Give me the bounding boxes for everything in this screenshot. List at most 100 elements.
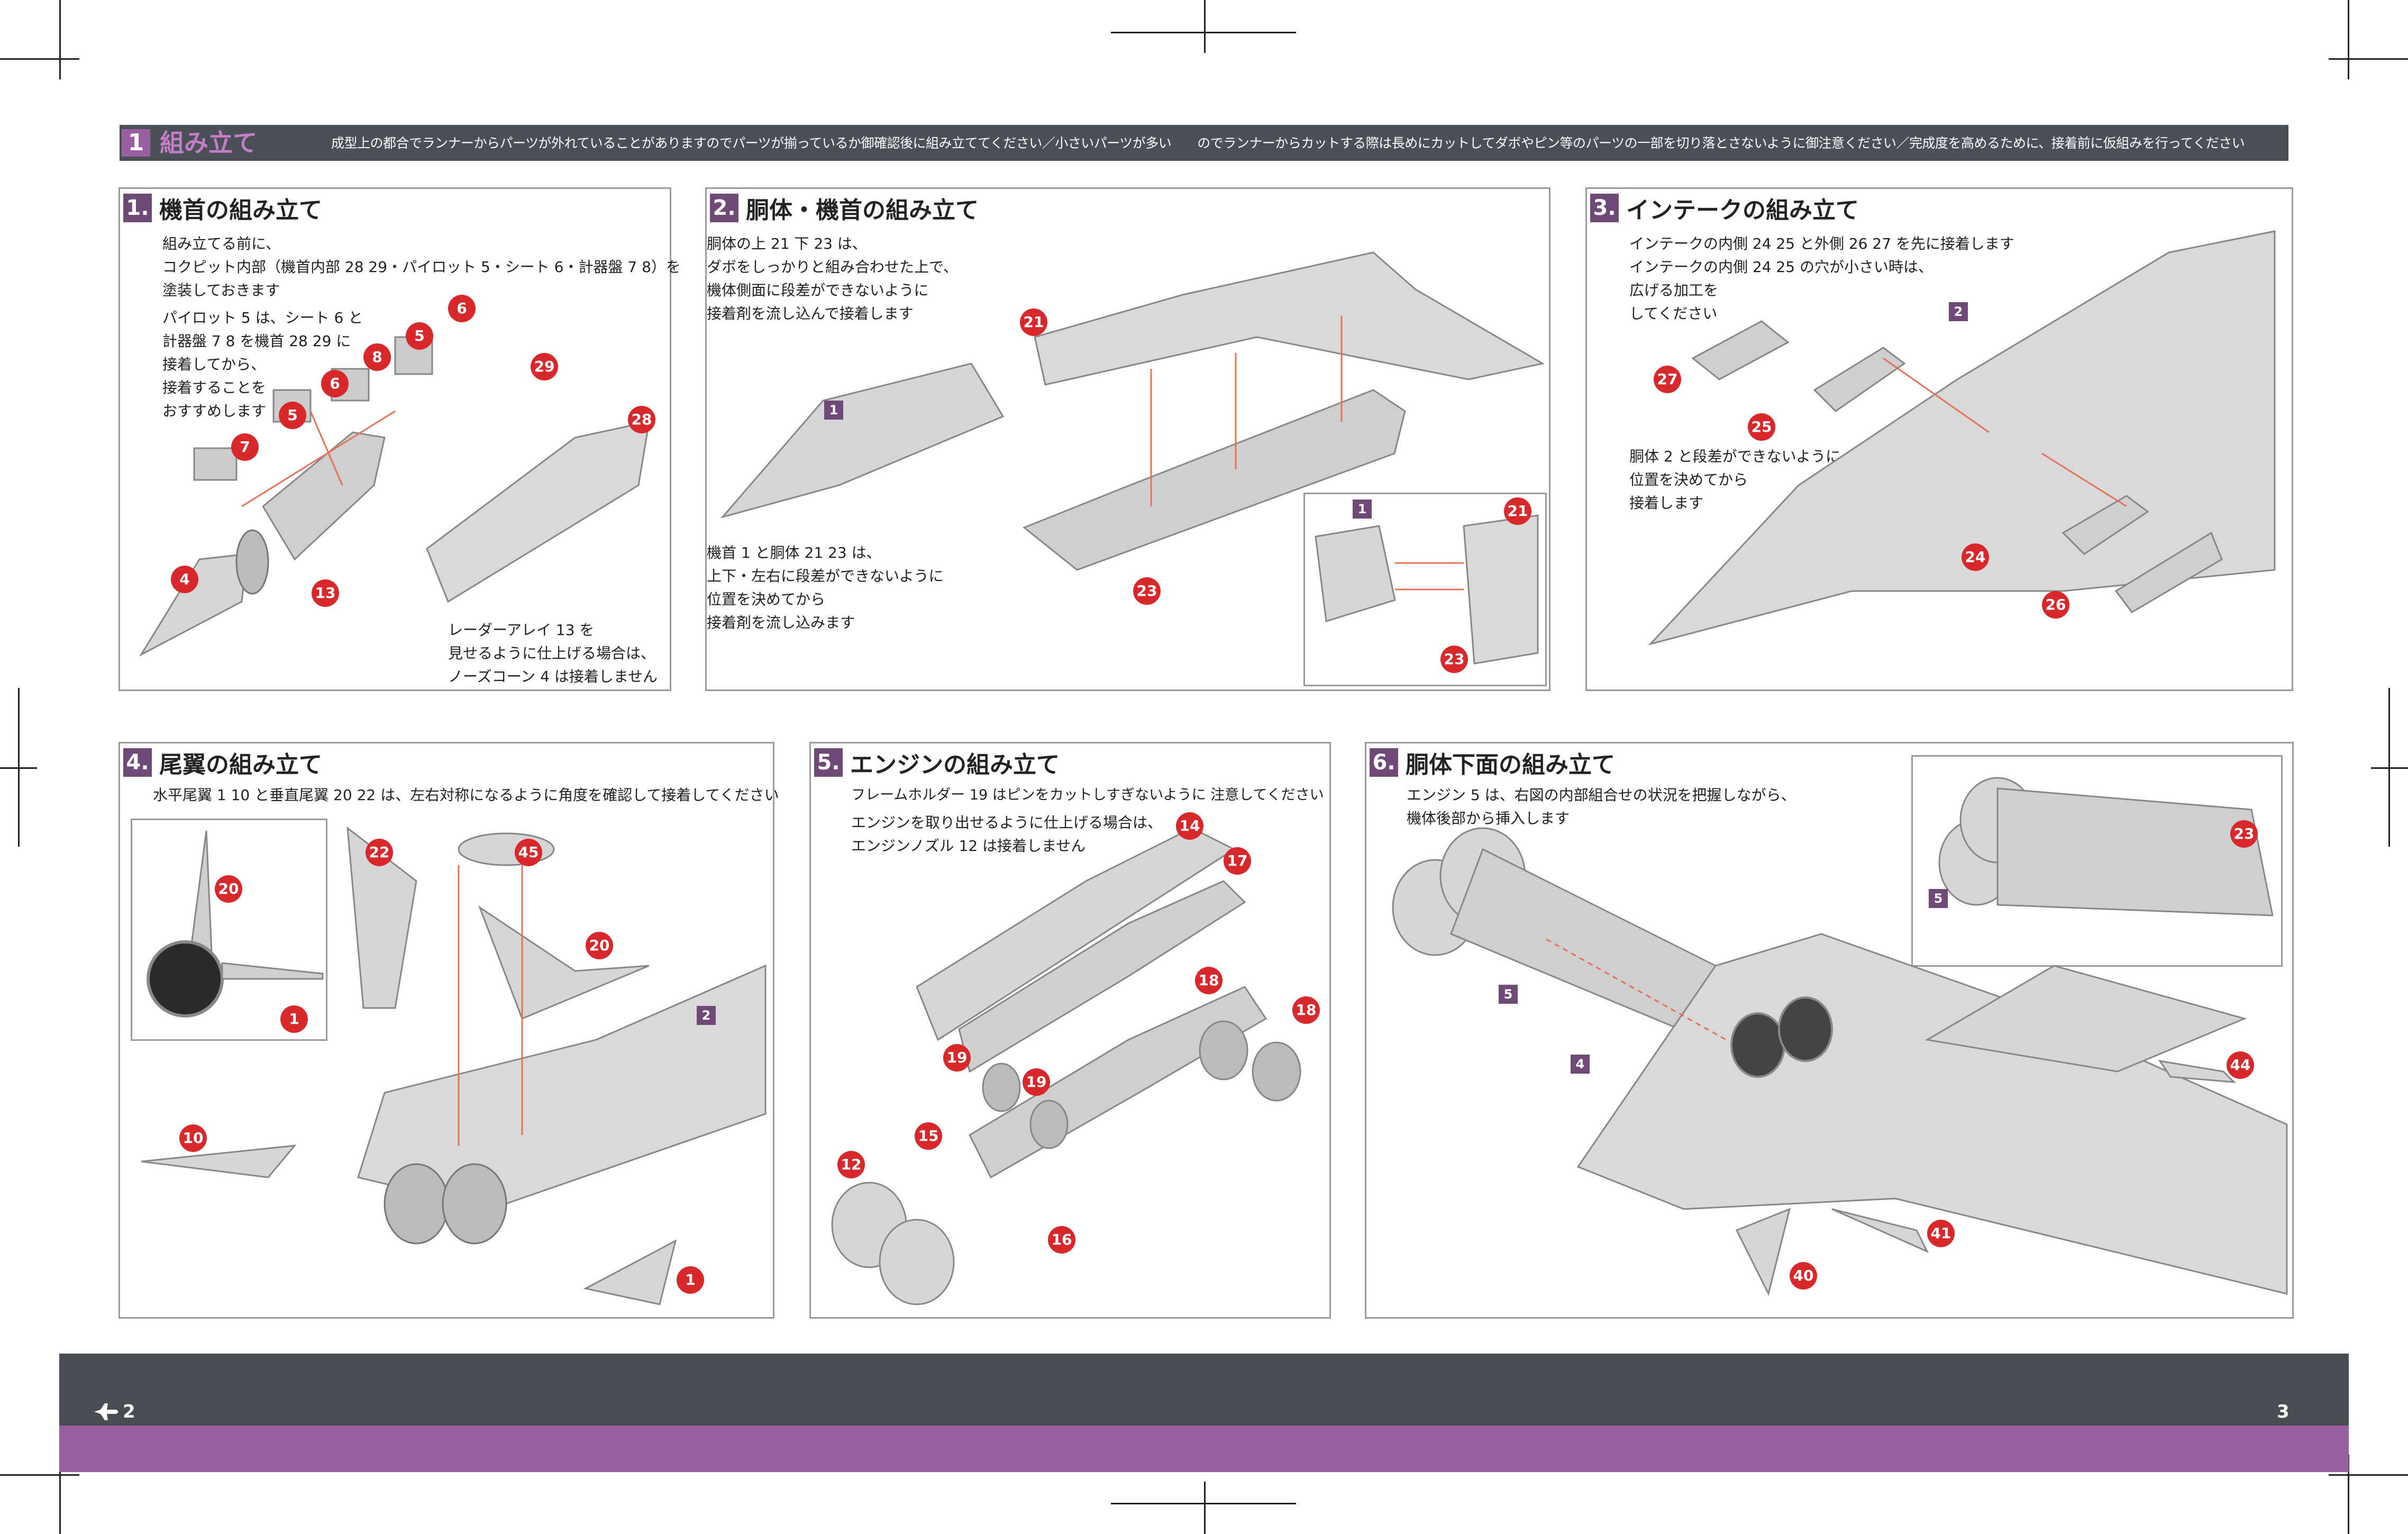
part-callout: 1 [677,1266,704,1294]
step-number: 3. [1590,194,1619,222]
part-reference: 5 [1929,889,1948,908]
inset-illustration [1315,514,1539,665]
page-number-right: 3 [2277,1401,2290,1422]
crop-mark [1204,0,1206,53]
part-callout: 10 [179,1124,207,1152]
part-callout: 41 [1927,1220,1955,1247]
part-callout: 23 [1440,646,1468,673]
part-callout: 27 [1654,366,1681,393]
section-note: 成型上の都合でランナーからパーツが外れていることがありますのでパーツが揃っている… [331,135,2245,151]
instruction-text: エンジン 5 は、右図の内部組合せの状況を把握しながら、 機体後部から挿入します [1407,786,1796,827]
panel-title: 6. 胴体下面の組み立て [1370,747,1615,778]
step-title: 胴体下面の組み立て [1406,751,1615,778]
part-reference: 5 [1499,985,1518,1004]
crop-mark [1111,32,1296,33]
part-callout: 21 [1020,308,1047,336]
part-callout: 15 [915,1122,942,1150]
part-callout: 22 [366,839,393,866]
step-number: 1. [123,194,152,222]
section-title: 組み立て [160,129,257,157]
part-callout: 29 [531,353,558,380]
part-callout: 20 [215,875,242,903]
detail-inset: 1 21 23 [1303,493,1547,686]
jet-icon [94,1403,118,1420]
inset-illustration [147,830,324,1018]
part-reference: 2 [697,1006,716,1025]
part-callout: 5 [406,322,433,350]
crop-mark [1204,1482,1206,1534]
part-callout: 4 [171,566,198,593]
footer-bar [59,1354,2349,1426]
part-callout: 19 [1023,1068,1050,1096]
part-reference: 4 [1571,1055,1590,1074]
part-callout: 12 [837,1151,865,1178]
instruction-text: 機首 1 と胴体 21 23 は、 上下・左右に段差ができないように 位置を決め… [707,544,944,631]
instruction-text: 組み立てる前に、 コクピット内部（機首内部 28 29・パイロット 5・シート … [162,235,681,299]
panel-underside-assembly: 6. 胴体下面の組み立て エンジン 5 は、右図の内部組合せの状況を把握しながら… [1365,742,2294,1319]
part-callout: 20 [586,932,613,959]
step-title: 機首の組み立て [159,197,322,224]
step-number: 2. [710,194,738,222]
detail-inset: 23 5 [1911,755,2283,967]
part-callout: 18 [1195,967,1223,994]
panel-title: 2. 胴体・機首の組み立て [710,192,979,224]
step-number: 6. [1370,748,1398,777]
part-reference: 1 [824,401,843,420]
crop-mark [2348,0,2349,79]
instruction-text: パイロット 5 は、シート 6 と 計器盤 7 8 を機首 28 29 に 接着… [162,309,363,420]
panel-title: 3. インテークの組み立て [1590,192,1859,224]
footer-accent-bar [59,1426,2349,1472]
part-callout: 7 [231,433,259,461]
part-callout: 21 [1504,497,1531,525]
instruction-text: インテークの内側 24 25 と外側 26 27 を先に接着します インテークの… [1629,235,2014,322]
instruction-text: 胴体の上 21 下 23 は、 ダボをしっかりと組み合わせた上で、 機体側面に段… [707,235,958,322]
crop-mark [2388,688,2390,847]
part-callout: 19 [943,1044,971,1072]
step-title: エンジンの組み立て [850,751,1060,778]
instruction-text: レーダーアレイ 13 を 見せるように仕上げる場合は、 ノーズコーン 4 は接着… [448,621,658,685]
panel-engine-assembly: 5. エンジンの組み立て フレームホルダー 19 はピンをカットしすぎないように… [809,742,1331,1319]
section-number: 1 [122,129,150,157]
part-callout: 23 [1133,577,1161,605]
part-callout: 26 [2042,591,2069,619]
engine-exploded-illustration [831,827,1301,1305]
step-number: 5. [814,748,843,777]
inset-illustration [1938,777,2274,916]
part-callout: 45 [515,839,542,866]
part-callout: 13 [312,579,339,607]
instruction-text: フレームホルダー 19 はピンをカットしすぎないように 注意してください [851,787,1324,803]
crop-mark [18,688,20,847]
section-header: 1 組み立て 成型上の都合でランナーからパーツが外れていることがありますのでパー… [120,125,2288,161]
crop-mark [59,1455,61,1534]
panel-title: 1. 機首の組み立て [123,192,322,224]
part-callout: 25 [1748,413,1775,441]
part-callout: 1 [280,1005,308,1033]
instruction-text: 胴体 2 と段差ができないように 位置を決めてから 接着します [1629,448,1841,512]
part-callout: 24 [1962,543,1989,571]
intake-exploded-illustration [1648,230,2276,646]
crop-mark [2329,1474,2408,1476]
step-title: 胴体・機首の組み立て [746,197,979,224]
part-callout: 14 [1176,812,1203,840]
crop-mark [0,1474,79,1476]
part-callout: 6 [448,295,476,322]
crop-mark [0,58,79,60]
part-reference: 1 [1353,500,1372,519]
underside-assembly-illustration [1392,827,2288,1296]
part-callout: 40 [1790,1262,1817,1290]
part-reference: 2 [1949,302,1968,321]
crop-mark [1111,1503,1296,1504]
panel-intake-assembly: 3. インテークの組み立て インテークの内側 24 25 と外側 26 27 を… [1585,187,2293,691]
part-callout: 6 [321,370,349,397]
nose-exploded-illustration [139,336,650,657]
fuselage-exploded-illustration [720,251,1545,571]
crop-mark [2348,1455,2349,1534]
panel-tail-assembly: 4. 尾翼の組み立て 水平尾翼 1 10 と垂直尾翼 20 22 は、左右対称に… [118,742,779,1319]
part-callout: 23 [2230,820,2258,848]
panel-fuselage-nose-assembly: 2. 胴体・機首の組み立て 胴体の上 21 下 23 は、 ダボをしっかりと組み… [705,187,1550,691]
part-callout: 5 [279,402,306,429]
crop-mark [59,0,61,79]
detail-inset: 20 1 [131,819,327,1041]
instruction-text: 水平尾翼 1 10 と垂直尾翼 20 22 は、左右対称になるように角度を確認し… [153,786,779,804]
step-title: インテークの組み立て [1626,197,1859,224]
